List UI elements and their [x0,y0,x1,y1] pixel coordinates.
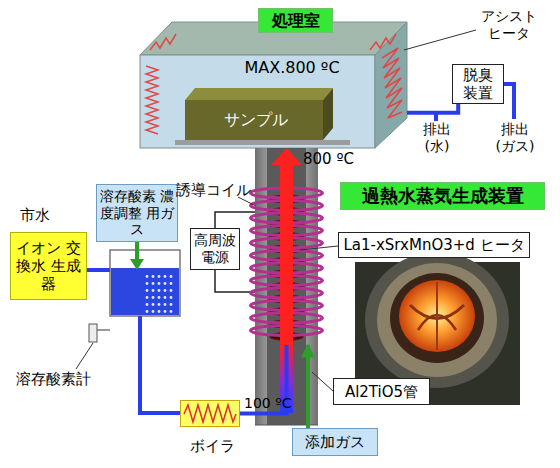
node-text: 脱臭 装置 [453,66,503,102]
heater-photo [418,315,456,330]
heater-photo [377,263,497,377]
annotation-label: 排出 (水) [416,121,458,155]
chamber-outline [140,55,375,148]
tube-outline [255,148,318,345]
assist-heater [146,66,158,134]
node-text: La1-xSrxMnO3+d ヒータ [341,236,526,254]
processing-chamber: MAX.800 ºC サンプル [140,22,407,148]
tube-callout: Al2TiO5管 [333,378,430,405]
power-supply-box: 高周波 電源 [190,228,240,270]
exhaust-pipes [504,84,514,119]
leader-lines [312,372,333,391]
annotation-label: 誘導コイル [176,181,256,199]
water-tank [143,272,175,314]
heater-photo [436,282,438,350]
assist-heater [370,34,396,50]
lower-tube [255,345,318,425]
gas-inlet-arrow [135,242,139,262]
sample-outline [323,88,333,140]
boiler-outline [181,401,240,427]
annotation-label: 100 ºC [244,395,304,412]
node-text: ボイラ [170,437,254,455]
node-text: 800 ºC [301,150,356,168]
boiler: ボイラ [180,400,240,427]
node-text: 溶存酸素 濃度調整 用ガス [97,188,177,238]
ion-exchanger-box: イオン 交換水 生成器 [10,232,87,300]
annotation-label: 市水 [20,206,60,224]
oxygen-meter [89,324,110,342]
boiler-outline [184,405,236,422]
leader-lines [76,30,476,391]
water-tank [111,268,179,315]
gas-inlet-arrow [130,259,144,270]
steam-arrow [280,162,293,345]
sample-outline [185,88,333,100]
heater-callout: La1-xSrxMnO3+d ヒータ [338,232,530,258]
water-pipes [87,268,110,272]
assist-heater [150,34,176,50]
annotation-label: アシスト ヒータ [476,8,542,42]
sample-block: サンプル [185,88,333,140]
chamber-outline [175,140,350,145]
node-text: 高周波 電源 [191,232,239,266]
chamber-outline [140,22,407,55]
additive-gas-box: 添加ガス [292,428,378,456]
node-text: Al2TiO5管 [343,383,420,401]
leader-lines [76,343,93,369]
water-tank [110,250,180,316]
generator-title: 過熱水蒸気生成装置 [340,182,545,210]
node-text: MAX.800 ºC [225,58,359,77]
lower-tube [255,425,318,426]
annotation-label: 溶存酸素計 [16,370,106,388]
heater-photo [399,280,475,352]
node-text: 過熱水蒸気生成装置 [360,185,526,207]
gas-supply-box: 溶存酸素 濃度調整 用ガス [96,184,178,242]
lower-tube [267,345,306,425]
deodorizer-box: 脱臭 装置 [452,64,504,104]
gas-inlet-arrow [130,242,144,270]
heater-photo [365,252,509,388]
boiler-outline [180,400,240,427]
node-text: 添加ガス [303,433,367,451]
lower-tube [255,345,318,425]
annotation-label: 排出 (ガス) [492,121,538,155]
assist-heater [382,48,402,118]
heater-tube: 800 ºC [255,148,318,345]
node-text: サンプル [185,100,327,140]
exhaust-pipe [407,104,458,113]
steam-arrow [271,148,302,165]
oxygen-meter [89,324,97,342]
water-pipes [140,316,181,413]
exhaust-pipes [434,113,438,121]
node-text: 処理室 [270,11,322,30]
oxygen-meter [97,329,110,330]
steam-arrow [271,148,302,345]
chamber-title: 処理室 [258,8,333,33]
node-text: イオン 交換水 生成器 [11,239,86,293]
heater-photo [410,305,464,319]
leader-lines [404,30,476,50]
water-tank [110,250,180,316]
additive-gas-arrow [306,345,310,428]
power-wires [215,212,256,228]
water-pipes [87,270,181,413]
heater-photo [390,273,484,363]
